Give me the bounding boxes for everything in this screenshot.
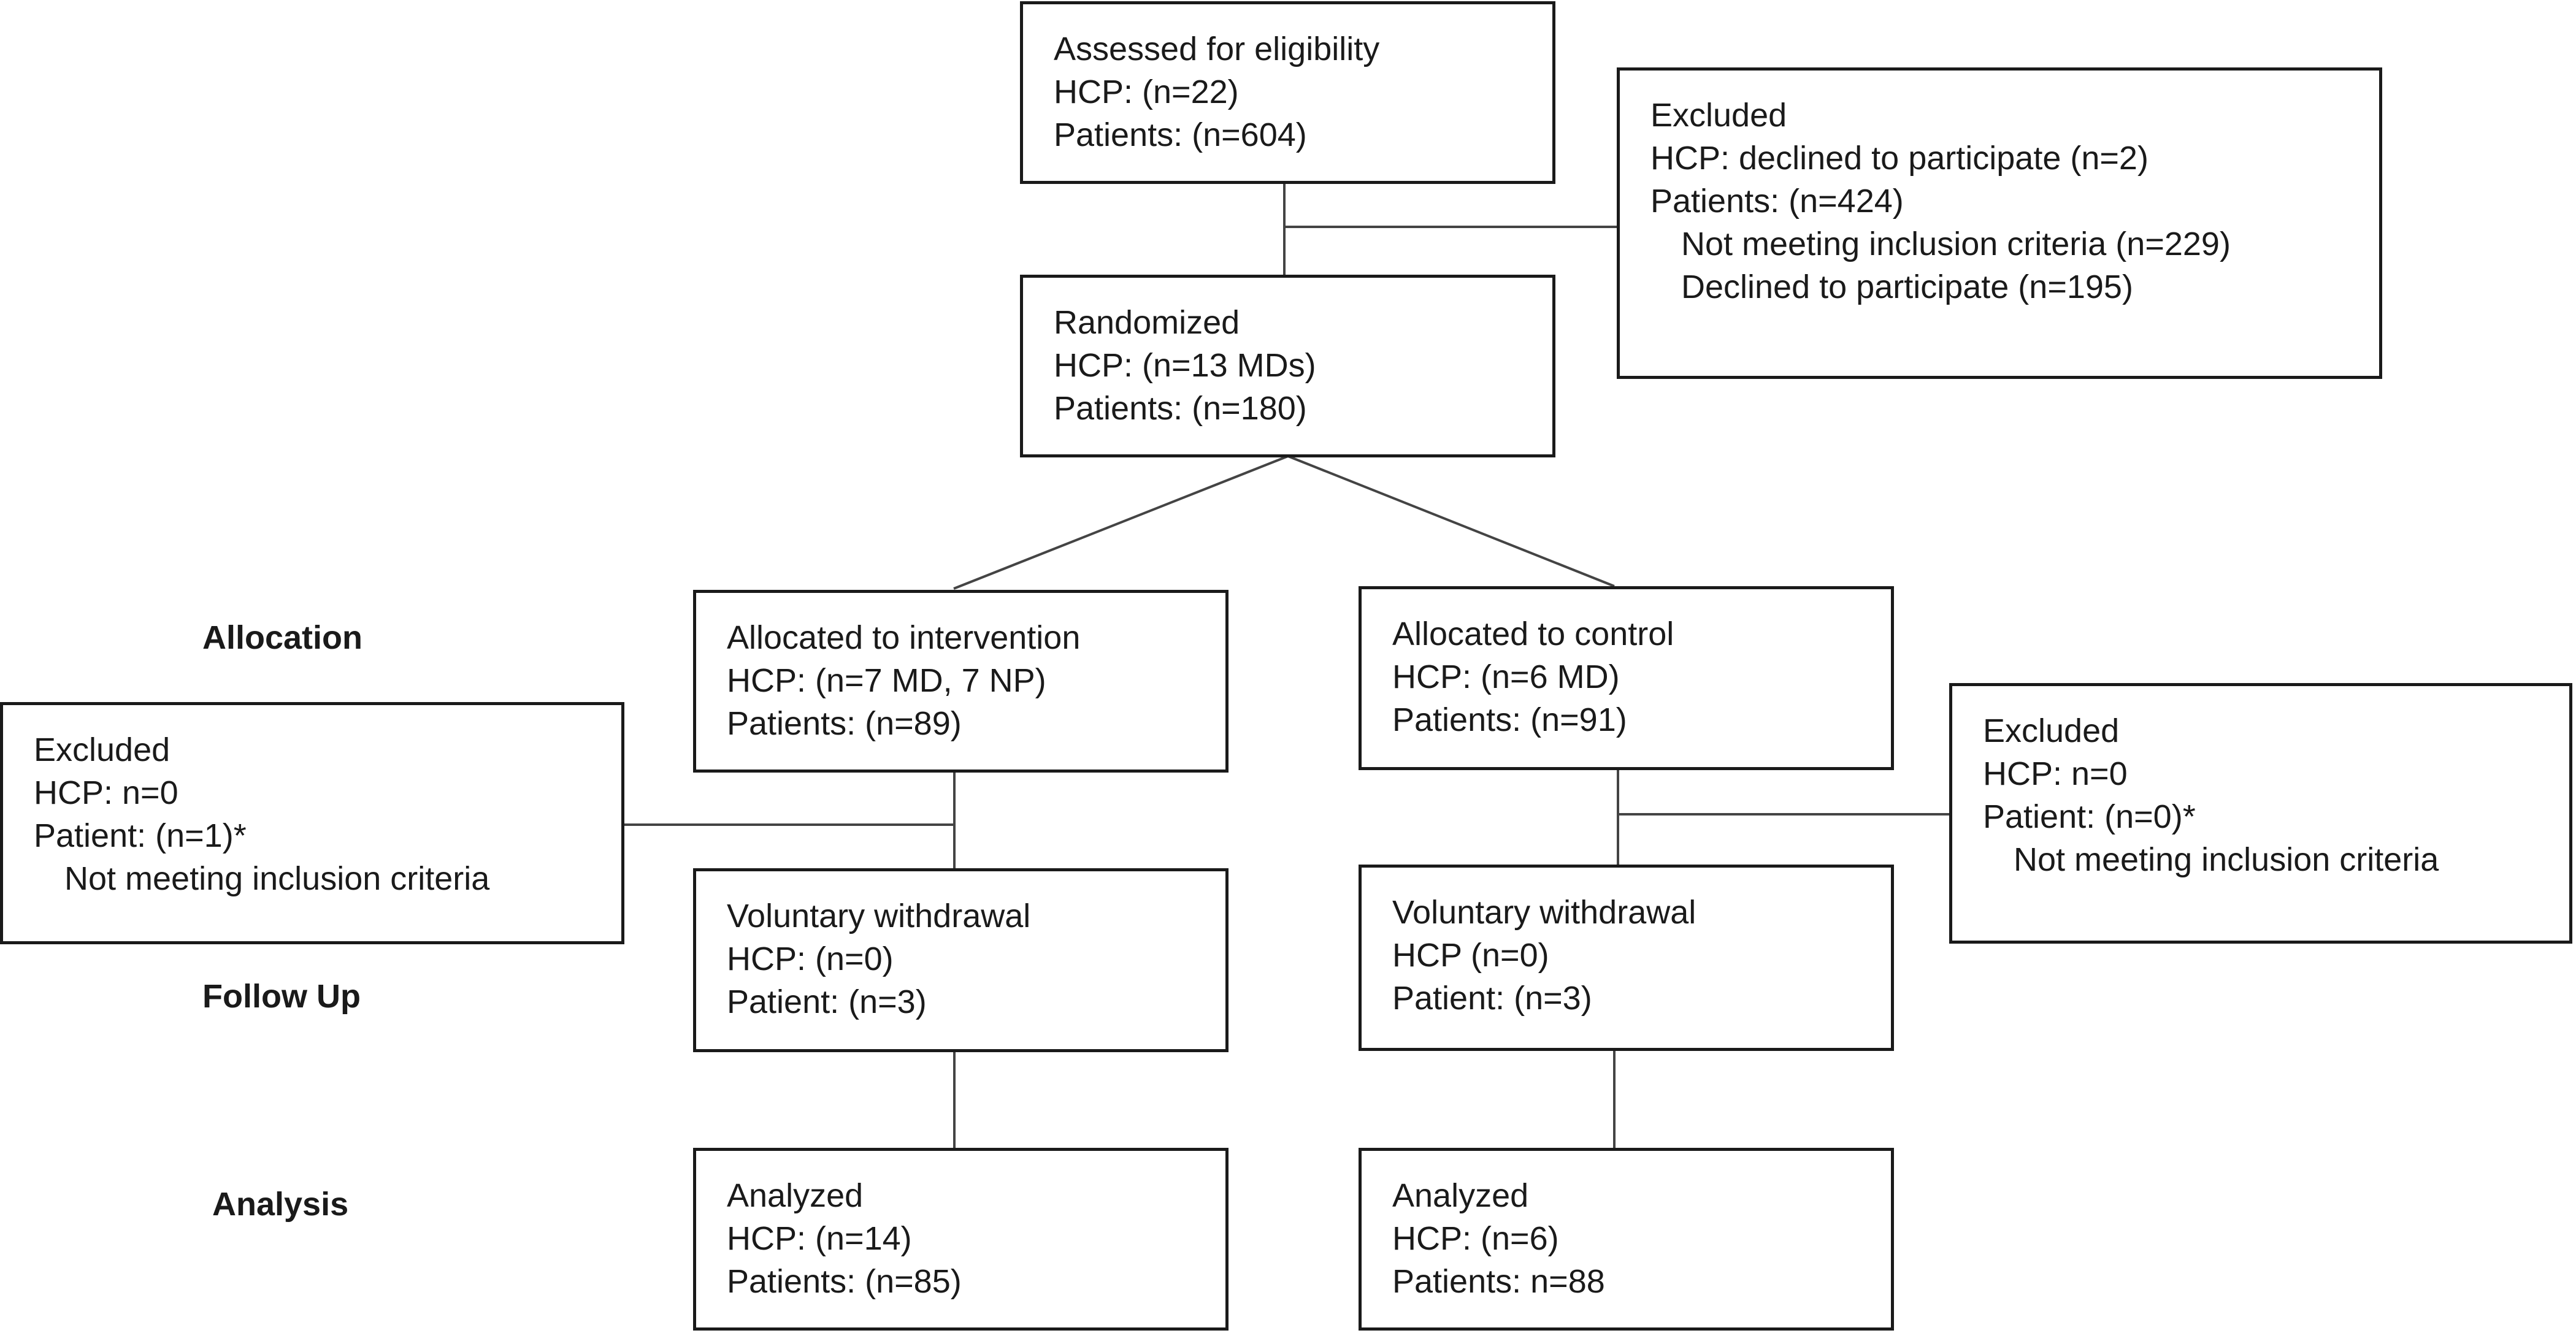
control-analyzed-hcp: HCP: (n=6) <box>1392 1220 1559 1257</box>
connector-randomized-to-intervention <box>953 455 1289 590</box>
intervention-withdrawal-box: Voluntary withdrawal HCP: (n=0) Patient:… <box>693 868 1229 1052</box>
randomized-patients: Patients: (n=180) <box>1054 390 1307 427</box>
control-allocated-title: Allocated to control <box>1392 616 1674 652</box>
control-excluded-patients: Patient: (n=0)* <box>1983 798 2196 835</box>
intervention-allocated-box: Allocated to intervention HCP: (n=7 MD, … <box>693 590 1229 773</box>
enrollment-excluded-title: Excluded <box>1650 97 1787 134</box>
intervention-analyzed-box: Analyzed HCP: (n=14) Patients: (n=85) <box>693 1148 1229 1331</box>
intervention-analyzed-patients: Patients: (n=85) <box>727 1263 962 1300</box>
control-withdrawal-hcp: HCP (n=0) <box>1392 937 1549 974</box>
control-excluded-title: Excluded <box>1983 712 2120 749</box>
control-excluded-reason: Not meeting inclusion criteria <box>2014 841 2439 878</box>
intervention-excluded-title: Excluded <box>34 731 171 768</box>
intervention-allocated-hcp: HCP: (n=7 MD, 7 NP) <box>727 662 1046 699</box>
intervention-excluded-patients: Patient: (n=1)* <box>34 817 247 854</box>
intervention-analyzed-hcp: HCP: (n=14) <box>727 1220 912 1257</box>
control-excluded-box: Excluded HCP: n=0 Patient: (n=0)* Not me… <box>1949 683 2572 944</box>
control-analyzed-patients: Patients: n=88 <box>1392 1263 1605 1300</box>
control-allocated-box: Allocated to control HCP: (n=6 MD) Patie… <box>1359 586 1894 770</box>
assessed-title: Assessed for eligibility <box>1054 31 1380 67</box>
intervention-analyzed-title: Analyzed <box>727 1177 864 1214</box>
assessed-hcp: HCP: (n=22) <box>1054 74 1239 110</box>
enrollment-excluded-box: Excluded HCP: declined to participate (n… <box>1617 67 2382 379</box>
assessed-patients: Patients: (n=604) <box>1054 116 1307 153</box>
stage-label-follow-up: Follow Up <box>202 978 361 1015</box>
randomized-box: Randomized HCP: (n=13 MDs) Patients: (n=… <box>1020 275 1555 457</box>
assessed-box: Assessed for eligibility HCP: (n=22) Pat… <box>1020 1 1555 184</box>
enrollment-excluded-patients: Patients: (n=424) <box>1650 183 1904 220</box>
enrollment-excluded-reason-1: Not meeting inclusion criteria (n=229) <box>1681 226 2231 262</box>
intervention-excluded-box: Excluded HCP: n=0 Patient: (n=1)* Not me… <box>0 702 624 944</box>
intervention-withdrawal-title: Voluntary withdrawal <box>727 898 1031 934</box>
control-allocated-patients: Patients: (n=91) <box>1392 701 1627 738</box>
intervention-withdrawal-patients: Patient: (n=3) <box>727 984 927 1020</box>
control-allocated-hcp: HCP: (n=6 MD) <box>1392 659 1620 695</box>
enrollment-excluded-hcp: HCP: declined to participate (n=2) <box>1650 140 2149 177</box>
intervention-excluded-reason: Not meeting inclusion criteria <box>64 860 490 897</box>
stage-label-analysis: Analysis <box>212 1186 349 1223</box>
randomized-title: Randomized <box>1054 304 1240 341</box>
intervention-allocated-patients: Patients: (n=89) <box>727 705 962 742</box>
enrollment-excluded-reason-2: Declined to participate (n=195) <box>1681 269 2133 305</box>
intervention-allocated-title: Allocated to intervention <box>727 619 1081 656</box>
randomized-hcp: HCP: (n=13 MDs) <box>1054 347 1316 384</box>
control-withdrawal-title: Voluntary withdrawal <box>1392 894 1696 931</box>
control-analyzed-title: Analyzed <box>1392 1177 1529 1214</box>
intervention-withdrawal-hcp: HCP: (n=0) <box>727 941 894 977</box>
control-withdrawal-patients: Patient: (n=3) <box>1392 980 1592 1017</box>
connector-randomized-to-control <box>1287 455 1615 587</box>
control-analyzed-box: Analyzed HCP: (n=6) Patients: n=88 <box>1359 1148 1894 1331</box>
intervention-excluded-hcp: HCP: n=0 <box>34 774 178 811</box>
control-withdrawal-box: Voluntary withdrawal HCP (n=0) Patient: … <box>1359 865 1894 1051</box>
stage-label-allocation: Allocation <box>202 619 363 656</box>
control-excluded-hcp: HCP: n=0 <box>1983 755 2128 792</box>
